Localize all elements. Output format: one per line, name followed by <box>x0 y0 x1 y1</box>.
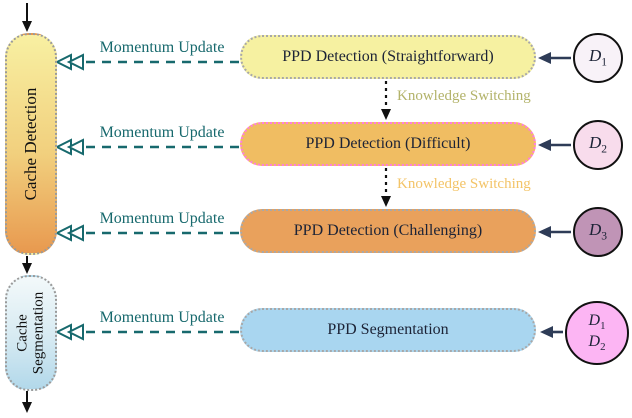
dataset-symbol: D3 <box>588 219 608 243</box>
dataset-arrow-2 <box>538 139 571 151</box>
dataset-symbol: D2 <box>588 132 608 156</box>
cache-segmentation-label: Cache Segmentation <box>14 291 47 375</box>
stage-ppd-detection-challenging: PPD Detection (Challenging) <box>240 209 536 253</box>
cache-detection-label: Cache Detection <box>21 87 41 201</box>
dataset-circle-d2: D2 <box>573 120 623 170</box>
momentum-arrow-3 <box>54 224 240 242</box>
stage-ppd-detection-difficult: PPD Detection (Difficult) <box>240 122 536 166</box>
dataset-symbol: D1 <box>588 45 608 69</box>
stage-label: PPD Segmentation <box>327 321 449 338</box>
dataset-arrow-3 <box>538 226 571 238</box>
dataset-circle-d3: D3 <box>573 207 623 257</box>
cache-segmentation-box: Cache Segmentation <box>5 275 57 391</box>
momentum-update-label-2: Momentum Update <box>99 124 225 141</box>
cache-segmentation-line1: Cache <box>14 314 31 352</box>
knowledge-switching-label-1: Knowledge Switching <box>397 88 531 104</box>
dataset-circle-d1: D1 <box>573 33 623 83</box>
stage-label: PPD Detection (Challenging) <box>293 222 483 239</box>
knowledge-switching-label-2: Knowledge Switching <box>397 176 531 192</box>
momentum-update-label-3: Momentum Update <box>99 210 225 227</box>
stage-label: PPD Detection (Straightforward) <box>282 48 494 65</box>
dataset-arrow-1 <box>538 52 571 64</box>
dataset-circle-d1-d2: D1 D2 <box>565 301 629 365</box>
input-arrow-top <box>22 3 32 32</box>
cache-segmentation-line2: Segmentation <box>30 291 46 375</box>
momentum-arrow-2 <box>54 138 240 156</box>
momentum-update-label-1: Momentum Update <box>99 39 225 56</box>
stage-label: PPD Detection (Difficult) <box>305 135 471 152</box>
momentum-arrow-1 <box>54 53 240 71</box>
knowledge-switching-arrow-2 <box>381 168 391 207</box>
stage-ppd-segmentation: PPD Segmentation <box>240 308 536 352</box>
cache-detection-box: Cache Detection <box>5 33 57 255</box>
stage-ppd-detection-straightforward: PPD Detection (Straightforward) <box>240 35 536 79</box>
dataset-symbol: D1 <box>588 311 606 333</box>
momentum-update-label-4: Momentum Update <box>99 309 225 326</box>
dataset-symbol: D2 <box>588 333 606 354</box>
dataset-arrow-4 <box>540 326 563 338</box>
momentum-arrow-4 <box>54 323 240 341</box>
knowledge-switching-arrow-1 <box>381 81 391 120</box>
cache-flow-arrow <box>22 256 32 274</box>
output-arrow-bottom <box>22 391 32 413</box>
